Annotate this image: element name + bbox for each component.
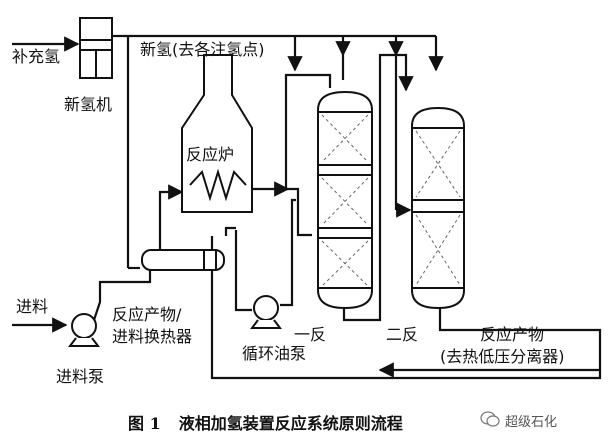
- reactor-1: [317, 90, 373, 310]
- new-h2-label: 新氢(去各注氢点): [140, 40, 265, 59]
- reactor-2-catalyst-beds: [415, 130, 461, 286]
- h2-compressor: [79, 17, 113, 79]
- feed-pump: [68, 313, 100, 347]
- feed-label: 进料: [16, 297, 49, 316]
- reactor-2: [411, 106, 465, 310]
- reactor-1-label: 一反: [294, 325, 327, 344]
- pump-to-exchanger-line: [92, 270, 152, 321]
- reactor-1-catalyst-beds: [321, 114, 369, 287]
- h2-compressor-label: 新氢机: [64, 95, 113, 114]
- figure-title: 液相加氢装置反应系统原则流程: [178, 414, 403, 433]
- recycle-pump-label: 循环油泵: [242, 344, 307, 363]
- exchanger-label-line1: 反应产物/: [112, 305, 182, 324]
- exchanger-to-furnace-line: [158, 184, 184, 250]
- separator-label: (去热低压分离器): [440, 347, 565, 366]
- to-reactor1-line: [284, 73, 332, 189]
- watermark-logo-icon: [480, 411, 500, 427]
- mid-bypass-line: [286, 187, 312, 237]
- furnace-label: 反应炉: [186, 145, 235, 164]
- reactor1-to-reactor2-line: [342, 53, 414, 322]
- product-out-line: [210, 236, 602, 380]
- exchanger-label-line2: 进料换热器: [112, 327, 193, 346]
- reaction-furnace: [181, 54, 253, 213]
- feed-exchanger: [141, 249, 225, 271]
- figure-caption: 图 1 液相加氢装置反应系统原则流程: [128, 410, 403, 434]
- feed-pump-label: 进料泵: [56, 367, 105, 386]
- product-label: 反应产物: [480, 325, 545, 344]
- reactor-2-label: 二反: [386, 325, 419, 344]
- makeup-h2-label: 补充氢: [12, 47, 61, 66]
- recycle-pump-suction: [234, 230, 252, 312]
- watermark-text: 超级石化: [505, 415, 558, 430]
- recycle-pump-discharge: [280, 198, 296, 307]
- product-loop-top: [224, 226, 236, 236]
- recycle-oil-pump: [250, 295, 282, 329]
- figure-number: 图 1: [128, 414, 161, 433]
